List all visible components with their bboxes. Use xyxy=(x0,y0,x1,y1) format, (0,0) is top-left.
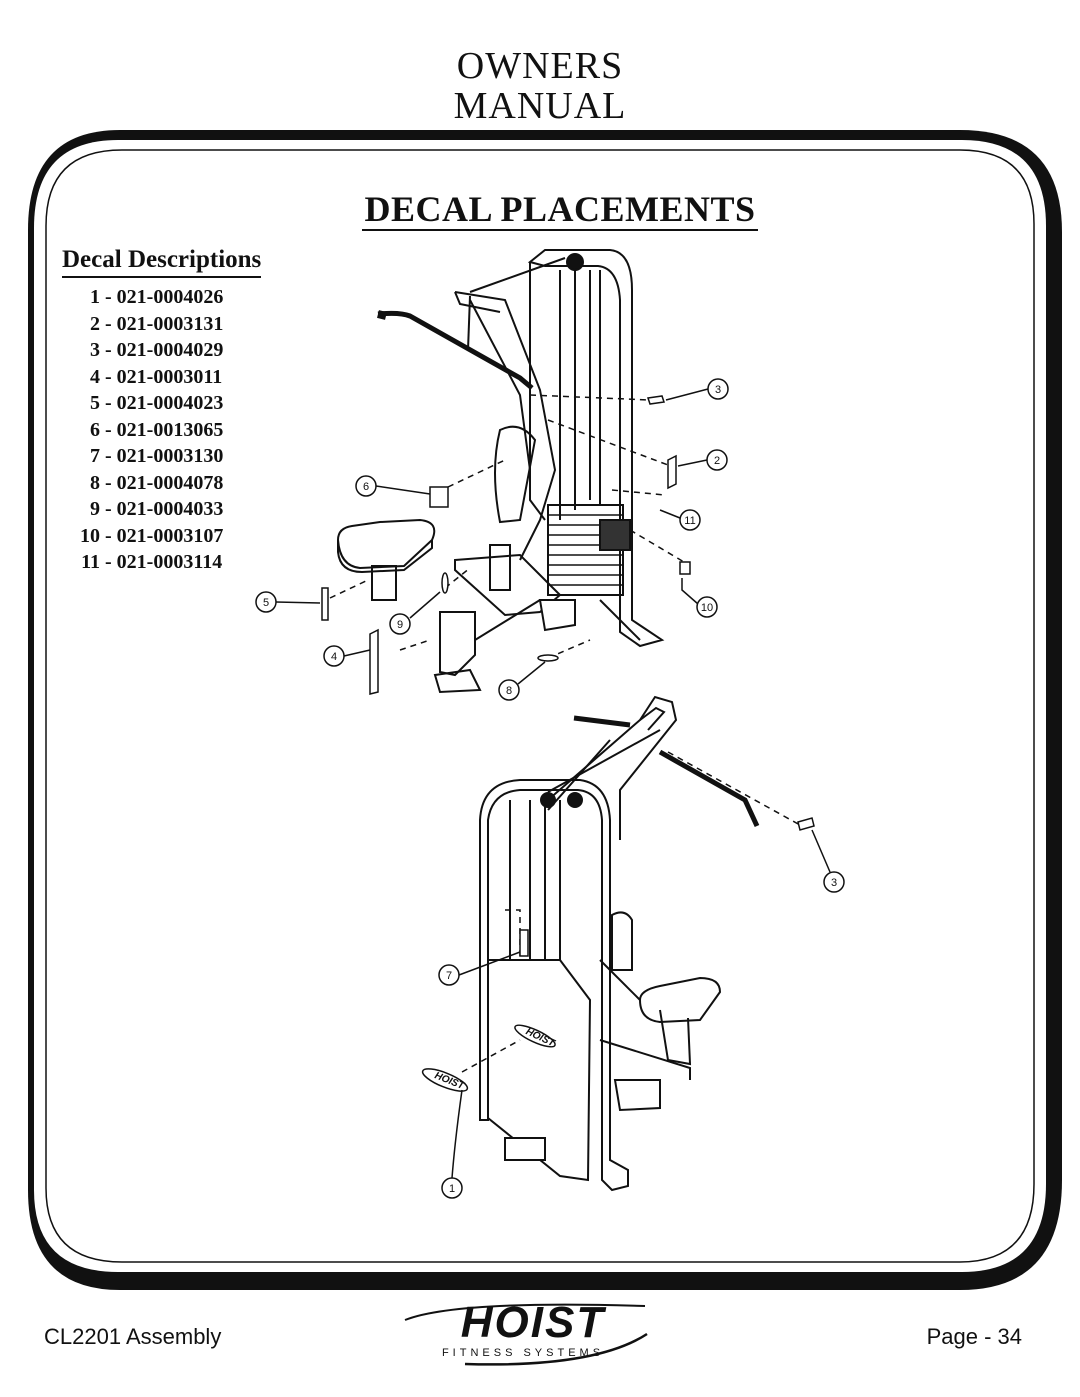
legend-item-number: 5 xyxy=(90,392,100,414)
legend-item: 4 - 021-0003011 xyxy=(62,364,312,391)
legend-item: 2 - 021-0003131 xyxy=(62,311,312,338)
legend-item-number: 7 xyxy=(90,445,100,467)
callout-3-top xyxy=(707,378,729,400)
callout-4 xyxy=(323,645,345,667)
footer-page-number: Page - 34 xyxy=(926,1324,1022,1349)
callout-label: 4 xyxy=(331,651,337,663)
legend-item-number: 10 xyxy=(80,524,100,547)
section-title: DECAL PLACEMENTS xyxy=(364,189,756,229)
header-line-owners: OWNERS xyxy=(456,45,624,87)
callout-label: 2 xyxy=(714,455,720,467)
legend-item: 7 - 021-0003130 xyxy=(62,443,312,470)
legend-item-number: 8 xyxy=(90,471,100,494)
legend-item: 8 - 021-0004078 xyxy=(62,470,312,497)
legend-item: 5 - 021-0004023 xyxy=(62,390,312,417)
legend-list: 1 - 021-0004026 2 - 021-0003131 3 - 021-… xyxy=(62,284,312,576)
callout-9 xyxy=(389,613,411,635)
callout-label: 8 xyxy=(506,685,512,697)
legend-item-part: 021-0004023 xyxy=(116,392,224,414)
decal-shapes-bottom xyxy=(519,817,815,957)
logo-swoosh-icon xyxy=(404,1303,648,1366)
callout-10 xyxy=(696,596,718,618)
legend-item-part: 021-0003107 xyxy=(116,524,224,547)
legend-item-part: 021-0013065 xyxy=(116,418,224,441)
legend-item-number: 11 xyxy=(81,551,100,573)
legend-item-number: 1 xyxy=(90,286,100,308)
callout-numbers: 3 2 6 11 10 5 9 4 8 3 7 1 xyxy=(263,384,837,1195)
hoist-logo: HOIST FITNESS SYSTEMS xyxy=(395,1298,665,1376)
callout-1 xyxy=(441,1177,463,1199)
legend-heading: Decal Descriptions xyxy=(62,246,262,278)
decal-legend: Decal Descriptions 1 - 021-0004026 2 - 0… xyxy=(62,246,312,576)
legend-item: 11 - 021-0003114 xyxy=(62,549,312,576)
machine-bottom-illustration xyxy=(479,695,760,1192)
callout-6 xyxy=(355,475,377,497)
legend-item-part: 021-0003130 xyxy=(116,445,224,467)
legend-item: 6 - 021-0013065 xyxy=(62,417,312,444)
legend-item-part: 021-0004033 xyxy=(116,498,224,520)
callout-leaders-top xyxy=(275,388,709,685)
callout-2 xyxy=(706,449,728,471)
callout-label: 7 xyxy=(446,970,452,982)
page-frame xyxy=(34,140,1046,1272)
legend-item-part: 021-0004026 xyxy=(116,286,224,308)
callout-5 xyxy=(255,591,277,613)
leader-lines-top xyxy=(329,394,685,659)
callout-label: 9 xyxy=(397,619,403,631)
legend-item-part: 021-0003131 xyxy=(116,312,224,335)
legend-item-part: 021-0003114 xyxy=(116,551,223,573)
decal-shapes-top xyxy=(321,395,691,695)
legend-item: 1 - 021-0004026 xyxy=(62,284,312,311)
legend-item-number: 4 xyxy=(90,365,100,388)
manual-header: OWNERS MANUAL xyxy=(0,46,1080,126)
machine-top-illustration xyxy=(336,249,665,694)
hoist-decal-shroud xyxy=(421,1024,556,1092)
callout-markers xyxy=(255,378,845,1199)
callout-label: 5 xyxy=(263,597,269,609)
legend-item-number: 3 xyxy=(90,339,100,361)
callout-7 xyxy=(438,964,460,986)
legend-item: 3 - 021-0004029 xyxy=(62,337,312,364)
callout-label: 3 xyxy=(715,384,721,396)
callout-leaders-bottom xyxy=(451,829,831,1179)
callout-label: 1 xyxy=(449,1183,455,1195)
callout-3-bottom xyxy=(823,871,845,893)
callout-8 xyxy=(498,679,520,701)
legend-item-number: 9 xyxy=(90,498,100,520)
legend-item: 9 - 021-0004033 xyxy=(62,496,312,523)
legend-item-number: 6 xyxy=(90,418,100,441)
header-line-manual: MANUAL xyxy=(453,85,627,127)
section-title-underline xyxy=(362,229,758,231)
legend-item-part: 021-0004078 xyxy=(116,471,224,494)
callout-label: 11 xyxy=(684,515,695,527)
callout-label: 3 xyxy=(831,877,837,889)
legend-item-part: 021-0003011 xyxy=(116,365,223,388)
logo-subtitle: FITNESS SYSTEMS xyxy=(441,1347,605,1359)
callout-label: 6 xyxy=(363,481,369,493)
callout-label: 10 xyxy=(701,602,713,614)
footer-document-name: CL2201 Assembly xyxy=(44,1324,222,1349)
legend-item-part: 021-0004029 xyxy=(116,339,224,361)
legend-item-number: 2 xyxy=(90,312,100,335)
callout-11 xyxy=(679,509,701,531)
logo-wordmark: HOIST xyxy=(460,1298,606,1347)
legend-item: 10 - 021-0003107 xyxy=(62,523,312,550)
